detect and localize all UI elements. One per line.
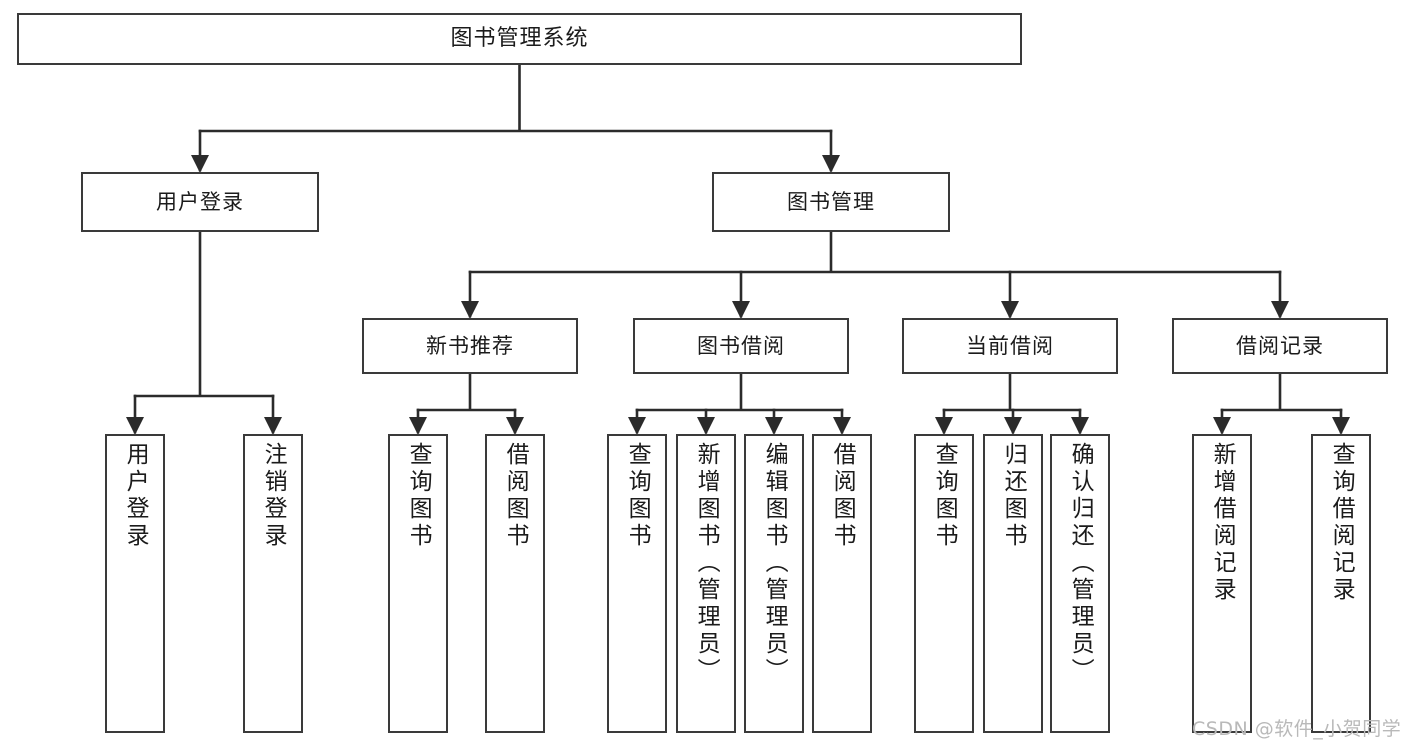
connector-lines — [125, 63, 1351, 436]
connector-bus — [635, 372, 844, 412]
connector-bus — [198, 63, 833, 133]
node-label: 查询图书 — [624, 442, 651, 550]
node-label: 查询图书 — [931, 442, 958, 550]
connector-bus — [942, 372, 1082, 412]
node-user-login[interactable]: 用户登录 — [81, 172, 319, 232]
connector-bus — [416, 372, 517, 412]
node-label: 新书推荐 — [426, 333, 514, 358]
node-leaf-user-login[interactable]: 用户登录 — [105, 434, 165, 733]
node-label: 确认归还（管理员） — [1067, 442, 1094, 685]
node-leaf-query-book-2[interactable]: 查询图书 — [607, 434, 667, 733]
node-label: 新增图书（管理员） — [693, 442, 720, 685]
node-label: 图书借阅 — [697, 333, 785, 358]
node-leaf-query-book-3[interactable]: 查询图书 — [914, 434, 974, 733]
node-current-borrow[interactable]: 当前借阅 — [902, 318, 1118, 374]
watermark-text: CSDN @软件_小贺同学 — [1192, 718, 1402, 740]
node-leaf-add-book[interactable]: 新增图书（管理员） — [676, 434, 736, 733]
node-label: 图书管理 — [787, 189, 875, 214]
node-label: 编辑图书（管理员） — [761, 442, 788, 685]
node-new-book-recommend[interactable]: 新书推荐 — [362, 318, 578, 374]
node-leaf-borrow-book-2[interactable]: 借阅图书 — [812, 434, 872, 733]
node-book-manage[interactable]: 图书管理 — [712, 172, 950, 232]
node-leaf-query-book-1[interactable]: 查询图书 — [388, 434, 448, 733]
node-label: 新增借阅记录 — [1209, 442, 1236, 604]
node-leaf-edit-book[interactable]: 编辑图书（管理员） — [744, 434, 804, 733]
node-label: 注销登录 — [260, 442, 287, 550]
node-leaf-logout[interactable]: 注销登录 — [243, 434, 303, 733]
node-label: 查询借阅记录 — [1328, 442, 1355, 604]
node-label: 归还图书 — [1000, 442, 1027, 550]
node-root[interactable]: 图书管理系统 — [17, 13, 1022, 65]
node-label: 当前借阅 — [966, 333, 1054, 358]
node-leaf-query-borrow-record[interactable]: 查询借阅记录 — [1311, 434, 1371, 733]
connector-bus — [133, 230, 275, 398]
node-label: 图书管理系统 — [450, 26, 589, 52]
node-label: 借阅记录 — [1236, 333, 1324, 358]
node-book-borrow[interactable]: 图书借阅 — [633, 318, 849, 374]
node-label: 借阅图书 — [829, 442, 856, 550]
node-leaf-borrow-book-1[interactable]: 借阅图书 — [485, 434, 545, 733]
node-borrow-record[interactable]: 借阅记录 — [1172, 318, 1388, 374]
node-leaf-return-book[interactable]: 归还图书 — [983, 434, 1043, 733]
node-label: 查询图书 — [405, 442, 432, 550]
node-label: 借阅图书 — [502, 442, 529, 550]
connector-bus — [468, 230, 1282, 274]
node-label: 用户登录 — [156, 189, 244, 214]
node-label: 用户登录 — [122, 442, 149, 550]
node-leaf-add-borrow-record[interactable]: 新增借阅记录 — [1192, 434, 1252, 733]
node-leaf-confirm-return[interactable]: 确认归还（管理员） — [1050, 434, 1110, 733]
connector-bus — [1220, 372, 1343, 412]
